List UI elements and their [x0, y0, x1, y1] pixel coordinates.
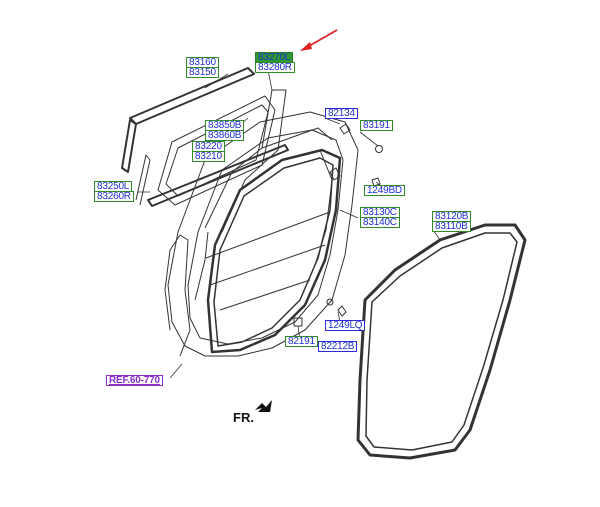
window-glass [157, 95, 276, 206]
red-callout-arrow-icon [300, 29, 338, 51]
window-frame-front [204, 89, 287, 233]
label-83110B: 83110B [432, 221, 471, 232]
label-83150: 83150 [186, 67, 219, 78]
label-83210: 83210 [192, 151, 225, 162]
label-82212B: 82212B [318, 341, 358, 352]
label-82134: 82134 [325, 108, 358, 119]
label-82191: 82191 [285, 336, 318, 347]
front-direction-label: FR. [233, 410, 254, 425]
label-83280R: 83280R [255, 62, 295, 73]
window-frame-rear [261, 127, 333, 149]
body-side [164, 234, 191, 357]
label-1249LQ: 1249LQ [325, 320, 366, 331]
glass-run-vertical [121, 119, 137, 173]
fr-arrow-icon [255, 400, 272, 412]
label-1249BD: 1249BD [364, 185, 405, 196]
label-83140C: 83140C [360, 217, 400, 228]
reference-label: REF.60-770 [106, 375, 163, 386]
door-inner-frame [187, 129, 344, 345]
body-weatherstrip [356, 223, 527, 460]
label-83191: 83191 [360, 120, 393, 131]
belt-molding [147, 144, 289, 207]
part-83191-clip [375, 145, 383, 153]
label-83260R: 83260R [94, 191, 134, 202]
label-83860B: 83860B [205, 130, 245, 141]
door-seal-inner [206, 148, 342, 354]
